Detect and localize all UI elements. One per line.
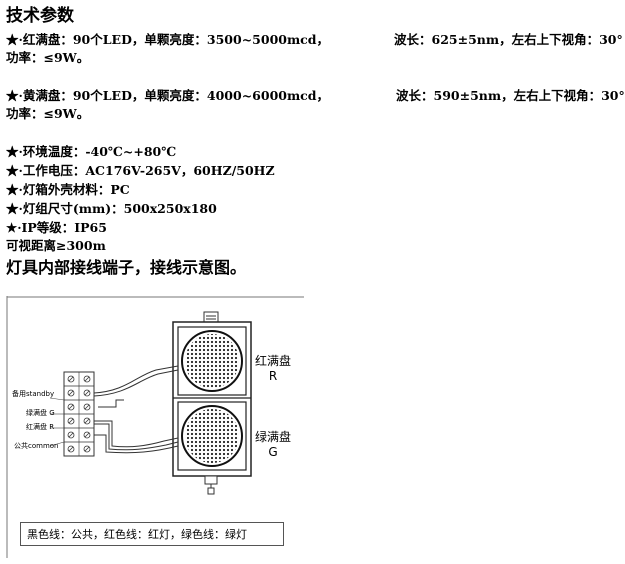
spec-dimensions: ★·灯组尺寸(mm)：500x250x180	[6, 201, 217, 216]
terminal-label-red: 红满盘 R	[26, 423, 55, 431]
terminal-label-green: 绿满盘 G	[26, 409, 55, 417]
spec-yellow-panel-wavelength: 波长：590±5nm，左右上下视角：30°	[396, 88, 625, 103]
wire-color-legend: 黑色线：公共，红色线：红灯，绿色线：绿灯	[20, 522, 284, 546]
spec-housing-material: ★·灯箱外壳材料：PC	[6, 182, 130, 197]
wiring-diagram: 备用standby 绿满盘 G 红满盘 R 公共common 红满盘 R 绿满盘…	[6, 296, 304, 558]
spec-working-voltage: ★·工作电压：AC176V-265V，60HZ/50HZ	[6, 163, 275, 178]
green-panel-label-en: G	[268, 445, 278, 459]
page-title: 技术参数	[6, 6, 74, 26]
spec-yellow-panel: ★·黄满盘：90个LED，单颗亮度：4000~6000mcd，	[6, 88, 330, 103]
red-panel-label-cn: 红满盘	[254, 354, 291, 368]
spec-yellow-panel-power: 功率：≤9W。	[6, 106, 90, 121]
bottom-bracket	[204, 475, 218, 485]
green-led-array	[185, 409, 239, 463]
red-wire	[93, 365, 179, 394]
spec-red-panel-wavelength: 波长：625±5nm，左右上下视角：30°	[394, 32, 623, 47]
terminal-label-standby: 备用standby	[12, 390, 55, 398]
wiring-title: 灯具内部接线端子，接线示意图。	[6, 258, 247, 277]
top-bracket	[203, 311, 219, 323]
spec-ambient-temperature: ★·环境温度：-40℃~+80℃	[6, 144, 177, 159]
spec-visibility: 可视距离≥300m	[6, 238, 106, 253]
red-panel-label-en: R	[268, 369, 278, 383]
common-wire	[94, 434, 179, 454]
green-wire	[94, 420, 179, 448]
green-panel-label-cn: 绿满盘	[254, 430, 291, 444]
wiring-diagram-drawing	[6, 296, 304, 558]
spec-ip-rating: ★·IP等级：IP65	[6, 220, 107, 235]
terminal-label-common: 公共common	[14, 442, 59, 450]
spec-red-panel: ★·红满盘：90个LED，单颗亮度：3500~5000mcd，	[6, 32, 330, 47]
spec-red-panel-power: 功率：≤9W。	[6, 50, 90, 65]
red-led-array	[185, 334, 239, 388]
